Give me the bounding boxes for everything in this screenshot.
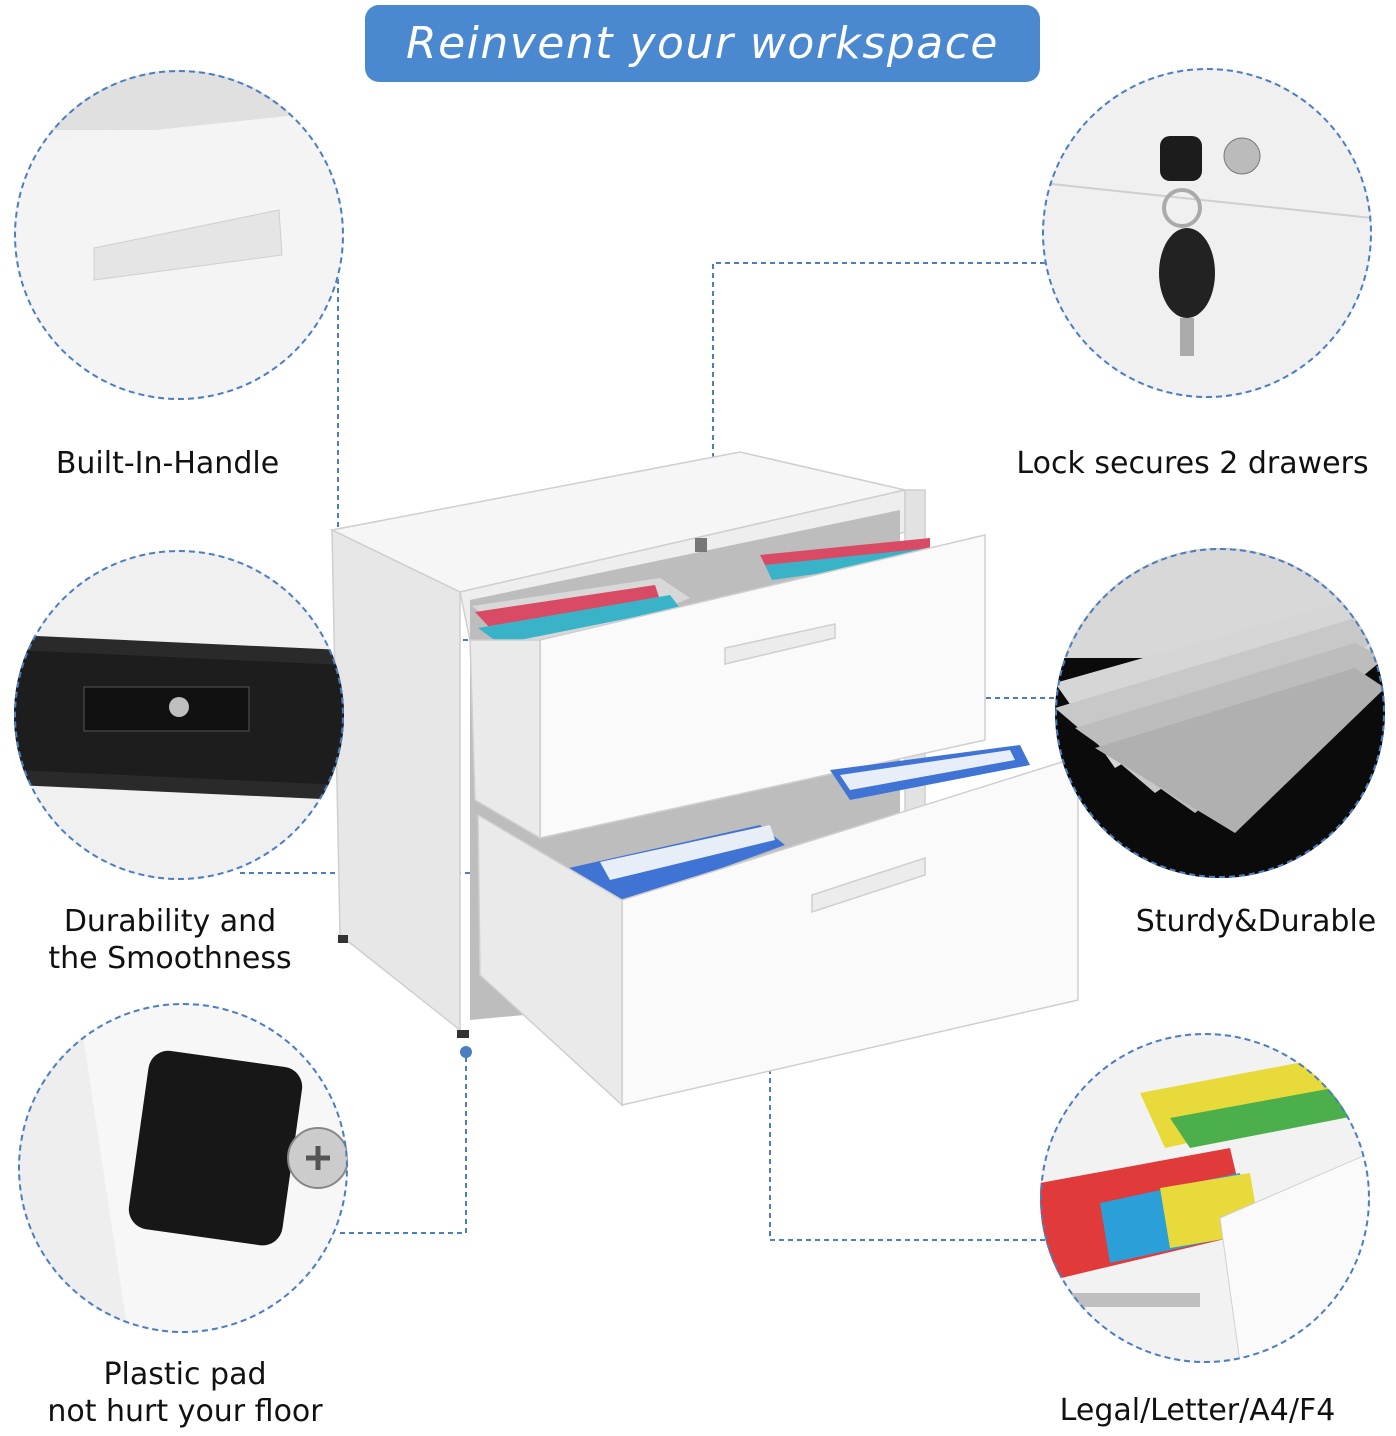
label-sturdy-durable: Sturdy&Durable xyxy=(1135,904,1377,939)
cabinet-lock xyxy=(695,538,707,552)
label-plastic-pad: Plastic pad not hurt your floor xyxy=(30,1356,340,1430)
label-plastic-pad-line2: not hurt your floor xyxy=(47,1394,323,1429)
bottom-drawer-files xyxy=(560,745,1030,905)
connector-pad xyxy=(340,1052,467,1234)
label-durability: Durability and the Smoothness xyxy=(25,903,315,977)
hanging-files-closeup-image xyxy=(1040,1033,1370,1363)
label-legal-letter: Legal/Letter/A4/F4 xyxy=(1059,1393,1336,1428)
steel-sheets-closeup-image xyxy=(1055,548,1385,878)
connector-files xyxy=(769,988,1045,1241)
label-plastic-pad-line1: Plastic pad xyxy=(103,1357,267,1392)
cabinet-foot xyxy=(338,935,348,943)
drawer-slide-closeup-image xyxy=(14,550,344,880)
bottom-drawer xyxy=(477,755,1079,1107)
headline-text: Reinvent your workspace xyxy=(406,18,999,69)
label-durability-line2: the Smoothness xyxy=(48,941,292,976)
top-drawer xyxy=(469,534,986,840)
plastic-pad-closeup-image xyxy=(18,1003,348,1333)
lock-key-closeup-image xyxy=(1042,68,1372,398)
label-durability-line1: Durability and xyxy=(63,904,277,939)
label-lock-secures: Lock secures 2 drawers xyxy=(1016,446,1369,481)
connector-lock xyxy=(712,262,1045,525)
headline-banner: Reinvent your workspace xyxy=(365,5,1040,82)
handle-closeup-image xyxy=(14,70,344,400)
label-built-in-handle: Built-In-Handle xyxy=(55,446,280,481)
cabinet-foot xyxy=(457,1030,469,1038)
